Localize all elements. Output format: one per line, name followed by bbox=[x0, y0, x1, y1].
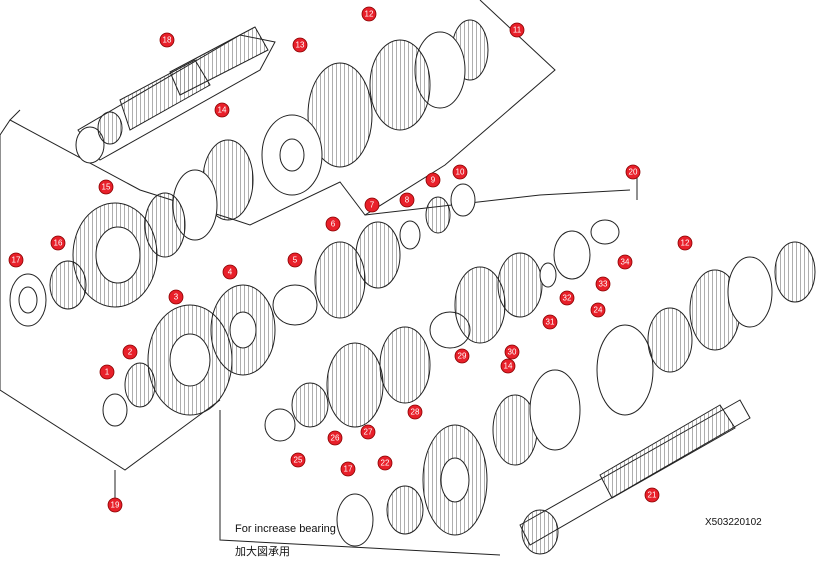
callout-label: 15 bbox=[102, 183, 111, 192]
callout-31: 31 bbox=[542, 314, 558, 330]
callout-25: 25 bbox=[290, 452, 306, 468]
callout-21: 21 bbox=[644, 487, 660, 503]
callout-label: 2 bbox=[128, 348, 133, 357]
callout-label: 6 bbox=[331, 220, 336, 229]
callout-label: 34 bbox=[621, 258, 630, 267]
callout-label: 32 bbox=[563, 294, 572, 303]
note-chinese: 加大図承用 bbox=[235, 546, 290, 558]
callout-14: 14 bbox=[500, 358, 516, 374]
note-english: For increase bearing bbox=[235, 523, 336, 535]
callout-label: 5 bbox=[293, 256, 298, 265]
callout-12: 12 bbox=[361, 6, 377, 22]
callout-24: 24 bbox=[590, 302, 606, 318]
callout-12: 12 bbox=[677, 235, 693, 251]
callout-label: 33 bbox=[599, 280, 608, 289]
callout-17: 17 bbox=[340, 461, 356, 477]
callout-11: 11 bbox=[509, 22, 525, 38]
callout-label: 13 bbox=[296, 41, 305, 50]
callout-27: 27 bbox=[360, 424, 376, 440]
callout-4: 4 bbox=[222, 264, 238, 280]
callout-label: 31 bbox=[546, 318, 555, 327]
callout-label: 10 bbox=[456, 168, 465, 177]
callout-22: 22 bbox=[377, 455, 393, 471]
callout-label: 14 bbox=[218, 106, 227, 115]
output-shaft bbox=[519, 399, 751, 555]
callout-label: 28 bbox=[411, 408, 420, 417]
callout-30: 30 bbox=[504, 344, 520, 360]
upper-group-frame bbox=[9, 0, 556, 226]
callout-label: 22 bbox=[381, 459, 390, 468]
callout-20: 20 bbox=[625, 164, 641, 180]
group-frames bbox=[0, 0, 638, 556]
callout-9: 9 bbox=[425, 172, 441, 188]
callout-layer: 1234567891011121213141415161717181920212… bbox=[8, 6, 693, 513]
drawing-number: X503220102 bbox=[705, 517, 762, 528]
callout-15: 15 bbox=[98, 179, 114, 195]
callout-8: 8 bbox=[399, 192, 415, 208]
callout-label: 20 bbox=[629, 168, 638, 177]
callout-label: 3 bbox=[174, 293, 179, 302]
callout-19: 19 bbox=[107, 497, 123, 513]
callout-label: 11 bbox=[513, 26, 522, 35]
callout-label: 18 bbox=[163, 36, 172, 45]
input-shaft bbox=[75, 26, 276, 164]
callout-26: 26 bbox=[327, 430, 343, 446]
callout-label: 16 bbox=[54, 239, 63, 248]
callout-label: 4 bbox=[228, 268, 233, 277]
callout-3: 3 bbox=[168, 289, 184, 305]
callout-label: 9 bbox=[431, 176, 436, 185]
output-gear-stack bbox=[264, 219, 816, 547]
callout-label: 1 bbox=[105, 368, 110, 377]
callout-7: 7 bbox=[364, 197, 380, 213]
callout-1: 1 bbox=[99, 364, 115, 380]
callout-17: 17 bbox=[8, 252, 24, 268]
callout-13: 13 bbox=[292, 37, 308, 53]
callout-label: 12 bbox=[681, 239, 690, 248]
callout-10: 10 bbox=[452, 164, 468, 180]
callout-label: 24 bbox=[594, 306, 603, 315]
callout-29: 29 bbox=[454, 348, 470, 364]
callout-34: 34 bbox=[617, 254, 633, 270]
callout-14: 14 bbox=[214, 102, 230, 118]
callout-label: 29 bbox=[458, 352, 467, 361]
callout-label: 12 bbox=[365, 10, 374, 19]
callout-label: 26 bbox=[331, 434, 340, 443]
right-group-top-frame bbox=[364, 189, 631, 216]
callout-32: 32 bbox=[559, 290, 575, 306]
left-gear-stack bbox=[9, 183, 476, 427]
callout-6: 6 bbox=[325, 216, 341, 232]
callout-label: 17 bbox=[344, 465, 353, 474]
callout-label: 8 bbox=[405, 196, 410, 205]
callout-label: 30 bbox=[508, 348, 517, 357]
callout-33: 33 bbox=[595, 276, 611, 292]
callout-28: 28 bbox=[407, 404, 423, 420]
callout-label: 14 bbox=[504, 362, 513, 371]
callout-label: 27 bbox=[364, 428, 373, 437]
callout-18: 18 bbox=[159, 32, 175, 48]
upper-sync-parts bbox=[144, 19, 489, 258]
left-group-frame bbox=[0, 119, 221, 471]
callout-label: 25 bbox=[294, 456, 303, 465]
callout-label: 21 bbox=[648, 491, 657, 500]
callout-2: 2 bbox=[122, 344, 138, 360]
callout-label: 7 bbox=[370, 201, 375, 210]
callout-16: 16 bbox=[50, 235, 66, 251]
callout-label: 19 bbox=[111, 501, 120, 510]
callout-label: 17 bbox=[12, 256, 21, 265]
lower-group-frame bbox=[219, 410, 501, 556]
callout-5: 5 bbox=[287, 252, 303, 268]
